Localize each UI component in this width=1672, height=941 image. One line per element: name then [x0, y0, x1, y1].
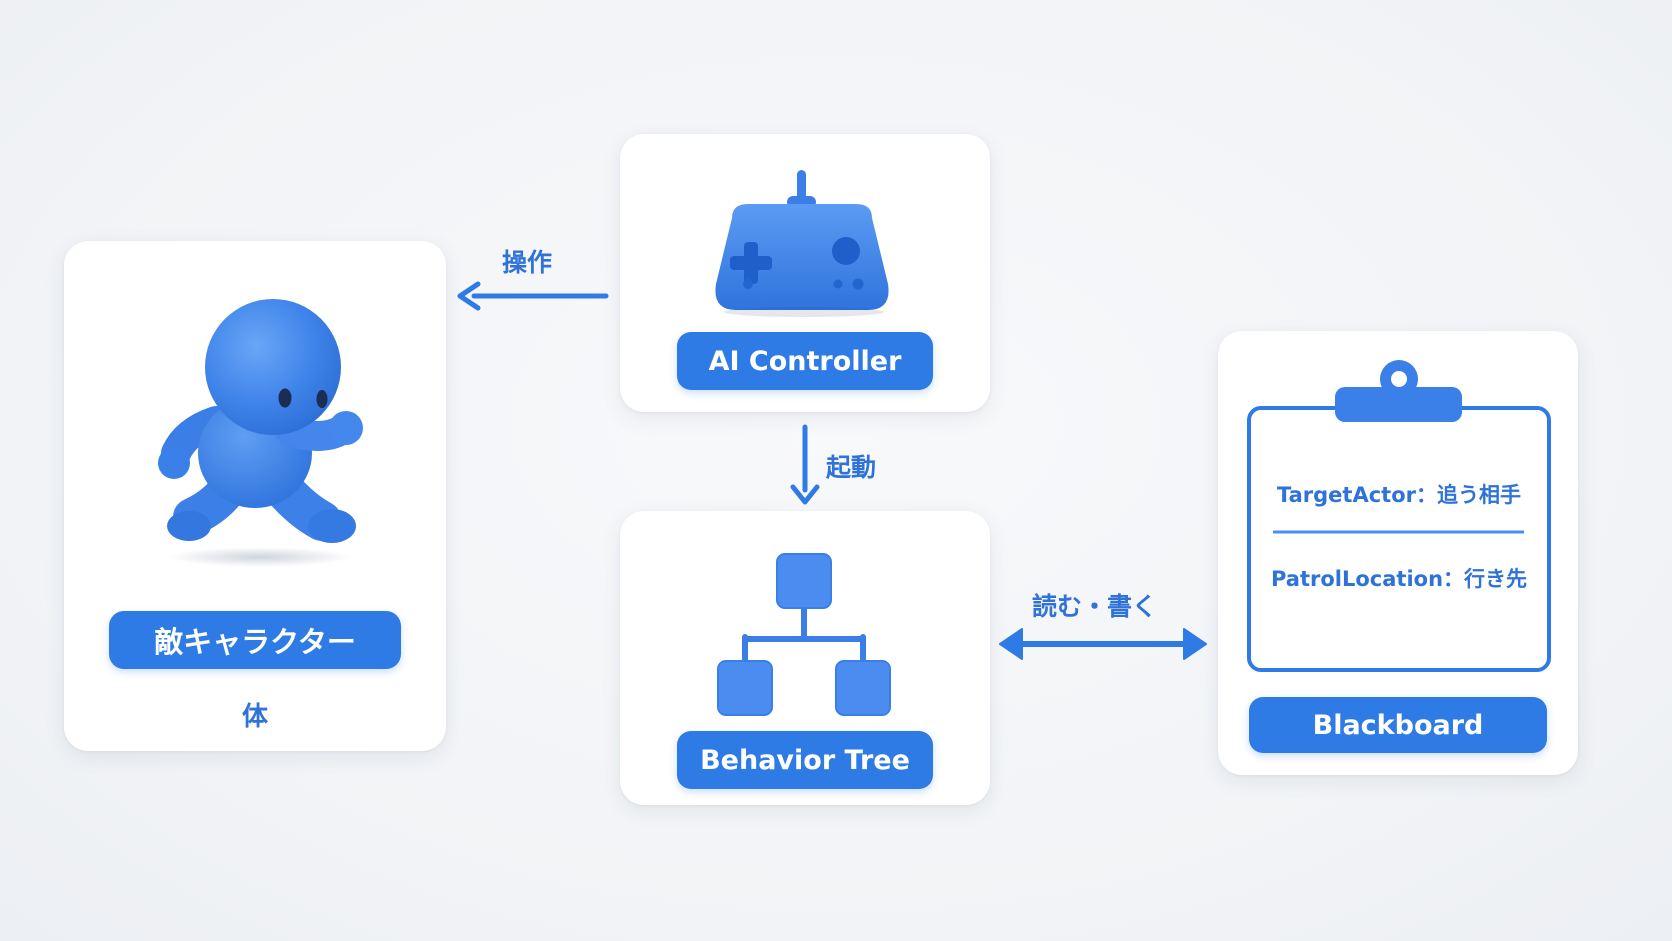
character-icon [158, 299, 363, 567]
enemy-character-card: 敵キャラクター 体 [64, 241, 446, 751]
behavior-tree-card: Behavior Tree [620, 511, 990, 805]
blackboard-entry-patrol-location: PatrolLocation：行き先 [1270, 567, 1528, 591]
gamepad-icon [715, 170, 889, 317]
arrow-control [457, 281, 609, 311]
behavior-tree-label: Behavior Tree [677, 731, 933, 789]
blackboard-card: TargetActor：追う相手 PatrolLocation：行き先 Blac… [1218, 331, 1578, 775]
edge-label-control: 操作 [502, 248, 553, 277]
edge-label-read-write: 読む・書く [1032, 592, 1158, 621]
arrow-start [790, 424, 820, 505]
ai-controller-card: AI Controller [620, 134, 990, 412]
tree-icon [717, 553, 891, 716]
edge-label-start: 起動 [826, 453, 877, 482]
blackboard-label: Blackboard [1249, 697, 1547, 753]
enemy-character-sublabel: 体 [241, 702, 268, 732]
blackboard-entry-target-actor: TargetActor：追う相手 [1277, 483, 1521, 507]
ai-controller-label: AI Controller [677, 332, 933, 390]
clipboard-icon [1247, 360, 1551, 672]
enemy-character-label: 敵キャラクター [109, 611, 401, 669]
arrow-read-write [999, 628, 1207, 660]
